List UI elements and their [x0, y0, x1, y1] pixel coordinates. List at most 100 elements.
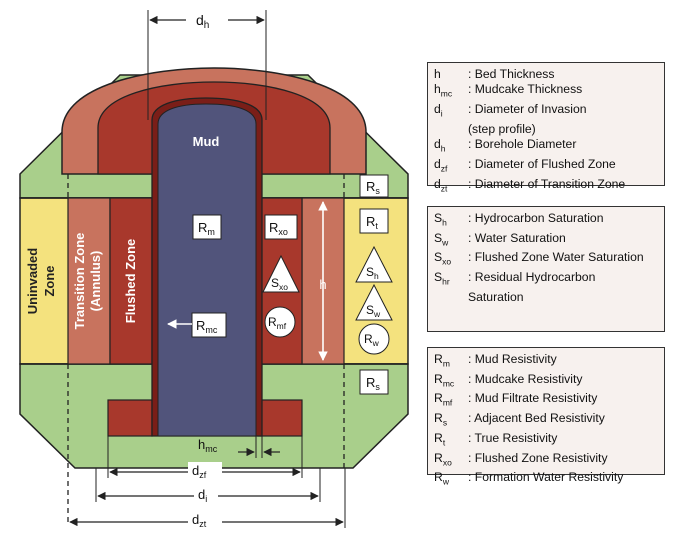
legend-row: Rw : Formation Water Resistivity [434, 470, 658, 490]
marker-rt: Rt [359, 208, 389, 234]
legend-row: dzf : Diameter of Flushed Zone [434, 157, 658, 177]
dim-hmc-label: hmc [198, 437, 218, 454]
flushed-tab-bottom-right [257, 399, 303, 437]
flushed-tab-bottom-left [107, 399, 153, 437]
legend-symbol: Rs [434, 411, 448, 428]
legend-symbol: Shr [434, 270, 450, 287]
legend-description: : Mudcake Thickness [468, 82, 583, 97]
svg-text:Rxo: Rxo [269, 220, 288, 237]
svg-text:Sw: Sw [366, 303, 381, 319]
uninvaded-zone-label-2: Zone [42, 265, 57, 296]
legend-symbol: Rmc [434, 371, 455, 389]
legend-symbol: dzf [434, 156, 448, 174]
flushed-zone-left [109, 197, 153, 365]
legend-description: : Water Saturation [468, 230, 566, 245]
marker-rmc: Rmc [191, 312, 227, 338]
marker-rmf: Rmf [264, 306, 296, 338]
legend-description: (step profile) [468, 121, 536, 136]
legend-row: h : Bed Thickness [434, 67, 658, 82]
legend-row: Rmf : Mud Filtrate Resistivity [434, 391, 658, 411]
legend-description: : Mud Resistivity [468, 352, 557, 366]
legend-description: : Flushed Zone Resistivity [468, 450, 608, 465]
uninvaded-zone-label-1: Uninvaded [25, 248, 40, 315]
legend-dimensions: h : Bed Thickness hmc : Mudcake Thickness di… [427, 62, 665, 193]
legend-row: di : Diameter of Invasion [434, 102, 658, 122]
svg-text:Rm: Rm [198, 220, 215, 237]
legend-row: Shr : Residual Hydrocarbon [434, 270, 658, 290]
legend-symbol: dh [434, 137, 446, 154]
legend-symbol: Rt [434, 430, 446, 448]
legend-description: : Flushed Zone Water Saturation [468, 250, 644, 265]
legend-description: : Hydrocarbon Saturation [468, 211, 604, 225]
marker-sxo: Sxo [262, 254, 300, 293]
legend-symbol: di [434, 102, 443, 119]
svg-text:Rmf: Rmf [268, 315, 287, 331]
svg-text:Rs: Rs [366, 179, 380, 196]
dim-h-label: h [319, 277, 326, 292]
legend-symbol: Rm [434, 352, 450, 369]
dim-dzf: dzf [109, 462, 301, 480]
mud-column [157, 103, 257, 437]
legend-row: Rt: True Resistivity [434, 431, 658, 451]
marker-sw: Sw [355, 283, 393, 321]
dim-dzt-label: dzt [192, 512, 207, 529]
bottom-dimensions: hmc dzf di dzt [69, 436, 346, 529]
legend-row: dh : Borehole Diameter [434, 137, 658, 157]
legend-symbol: Sxo [434, 250, 452, 267]
marker-rw: Rw [358, 323, 390, 355]
legend-description: : Formation Water Resistivity [468, 470, 624, 485]
legend-row: Rxo : Flushed Zone Resistivity [434, 451, 658, 471]
legend-description: : Residual Hydrocarbon [468, 270, 596, 285]
marker-rs-bottom: Rs [359, 369, 389, 395]
legend-row: Saturation [434, 290, 658, 305]
svg-text:Sh: Sh [366, 265, 379, 281]
svg-text:Rw: Rw [364, 332, 380, 348]
legend-row: Sxo : Flushed Zone Water Saturation [434, 250, 658, 270]
legend-symbol: Rxo [434, 450, 452, 468]
zone-dashed-guides [67, 174, 345, 522]
legend-description: : Mudcake Resistivity [468, 371, 583, 386]
legend-description: : Borehole Diameter [468, 137, 577, 152]
legend-row: (step profile) [434, 122, 658, 137]
marker-rs-top: Rs [359, 174, 389, 198]
legend-symbol: h [434, 67, 441, 81]
legend-symbol: Rmf [434, 391, 453, 408]
flushed-zone-label: Flushed Zone [123, 239, 138, 324]
dim-hmc: hmc [198, 436, 280, 458]
legend-symbol: hmc [434, 82, 453, 99]
legend-row: hmc : Mudcake Thickness [434, 82, 658, 102]
legend-description: : Diameter of Flushed Zone [468, 156, 616, 171]
marker-sh: Sh [355, 245, 393, 283]
legend-symbol: Rw [434, 470, 449, 487]
legend-row: Rs : Adjacent Bed Resistivity [434, 411, 658, 431]
legend-row: Sh : Hydrocarbon Saturation [434, 211, 658, 231]
svg-text:Sxo: Sxo [271, 276, 288, 292]
marker-rm: Rm [192, 214, 222, 240]
legend-description: : Bed Thickness [468, 67, 555, 81]
dim-di-label: di [198, 487, 207, 504]
legend-description: : Mud Filtrate Resistivity [468, 391, 598, 406]
svg-text:Rt: Rt [366, 214, 378, 231]
legend-description: : Diameter of Transition Zone [468, 176, 626, 191]
legend-symbol: Sh [434, 211, 447, 228]
legend-row: Sw : Water Saturation [434, 231, 658, 251]
legend-description: : Diameter of Invasion [468, 102, 587, 117]
dim-h: h [318, 201, 328, 361]
dim-di: di [97, 486, 319, 504]
marker-rxo: Rxo [264, 214, 298, 240]
legend-description: Saturation [468, 289, 524, 304]
mud-label: Mud [193, 134, 220, 149]
dim-dzf-label: dzf [192, 463, 207, 480]
dim-dh-label: dh [196, 12, 209, 31]
transition-zone-label-1: Transition Zone [72, 233, 87, 330]
legend-symbol: dzt [434, 176, 448, 193]
legend-description: : Adjacent Bed Resistivity [468, 411, 605, 426]
svg-text:Rmc: Rmc [196, 318, 218, 335]
dim-dzt: dzt [69, 510, 344, 529]
legend-symbol: Sw [434, 230, 449, 248]
svg-text:Rs: Rs [366, 375, 380, 392]
transition-zone-left [67, 197, 111, 365]
